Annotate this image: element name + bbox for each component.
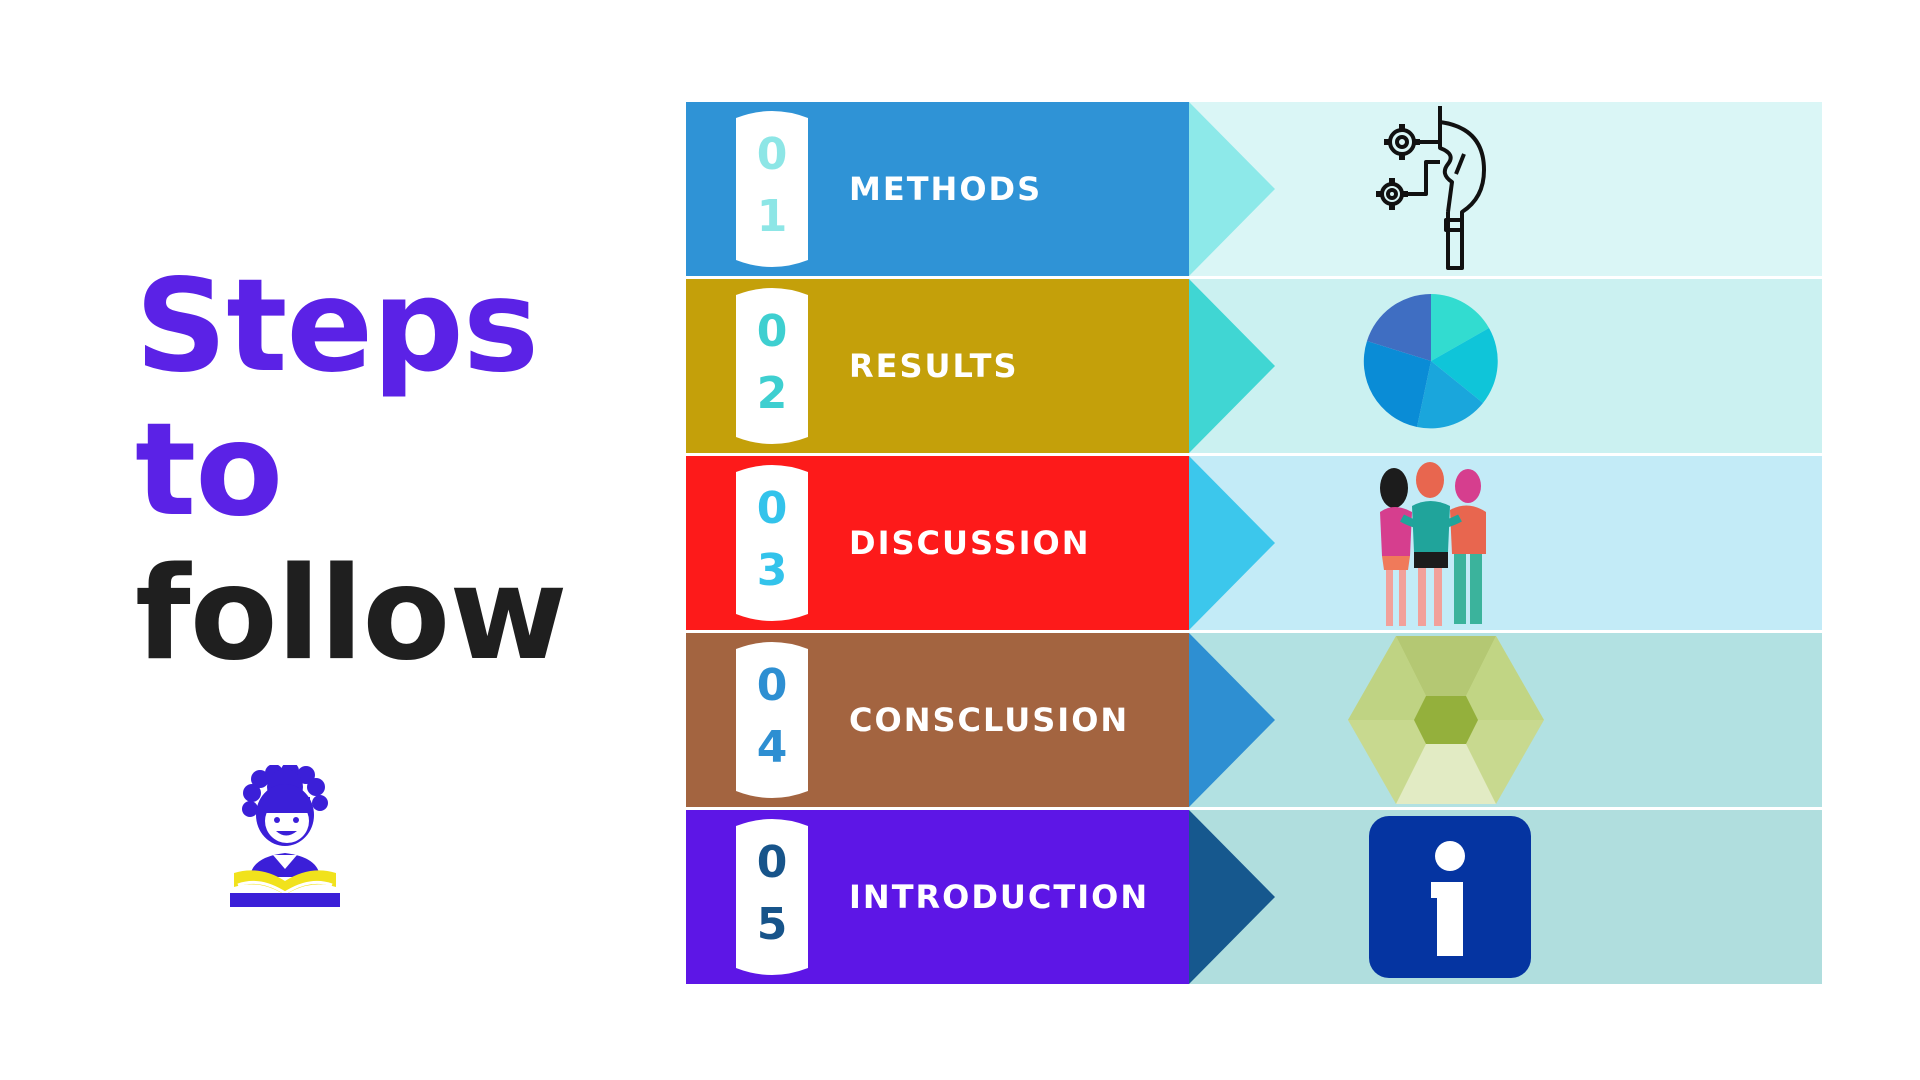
- step-3-panel: [1189, 456, 1822, 630]
- step-4-band: 0 4 CONSCLUSION: [686, 633, 1189, 807]
- steps-diagram: 0 1 METHODS: [686, 102, 1822, 984]
- step-2-digit-2: 2: [756, 368, 788, 419]
- step-4-digit-2: 4: [756, 722, 788, 773]
- step-2-label: RESULTS: [849, 347, 1019, 385]
- step-1-digit-2: 1: [756, 191, 788, 242]
- step-1-arrow: [1189, 102, 1275, 276]
- step-3-label: DISCUSSION: [849, 524, 1091, 562]
- step-4-digit-1: 0: [756, 660, 788, 711]
- group-of-friends-icon: [1380, 462, 1486, 626]
- step-3-arrow: [1189, 456, 1275, 630]
- step-4-arrow: [1189, 633, 1275, 807]
- child-reading-book-icon: [230, 765, 340, 907]
- step-1-row: 0 1 METHODS: [686, 102, 1822, 276]
- step-2-row: 0 2 RESULTS: [686, 279, 1822, 453]
- step-2-arrow: [1189, 279, 1275, 453]
- title-line-steps: Steps: [135, 252, 539, 401]
- step-2-panel: [1189, 279, 1822, 453]
- pie-chart-icon: [1363, 293, 1498, 429]
- step-4-label: CONSCLUSION: [849, 701, 1130, 739]
- step-1-band: 0 1 METHODS: [686, 102, 1189, 276]
- step-3-digit-2: 3: [756, 545, 788, 596]
- step-4-number-badge: 0 4: [730, 641, 814, 799]
- step-1-number-badge: 0 1: [730, 110, 814, 268]
- step-5-band: 0 5 INTRODUCTION: [686, 810, 1189, 984]
- title-line-follow: follow: [135, 540, 568, 689]
- info-icon: [1369, 816, 1531, 978]
- step-4-row: 0 4 CONSCLUSION: [686, 633, 1822, 807]
- step-5-arrow: [1189, 810, 1275, 984]
- brain-bulb-gears-icon: [1376, 106, 1486, 270]
- step-5-label: INTRODUCTION: [849, 878, 1150, 916]
- step-3-digit-1: 0: [756, 483, 788, 534]
- step-2-number-badge: 0 2: [730, 287, 814, 445]
- step-5-row: 0 5 INTRODUCTION: [686, 810, 1822, 984]
- title-line-to: to: [135, 396, 283, 545]
- step-1-panel: [1189, 102, 1822, 276]
- step-3-number-badge: 0 3: [730, 464, 814, 622]
- step-5-number-badge: 0 5: [730, 818, 814, 976]
- step-2-digit-1: 0: [756, 306, 788, 357]
- step-1-label: METHODS: [849, 170, 1043, 208]
- step-1-digit-1: 0: [756, 129, 788, 180]
- step-5-digit-2: 5: [756, 899, 788, 950]
- hexagon-icon: [1348, 636, 1544, 804]
- step-5-digit-1: 0: [756, 837, 788, 888]
- page-title: Steps to follow: [135, 252, 568, 689]
- step-2-band: 0 2 RESULTS: [686, 279, 1189, 453]
- step-3-band: 0 3 DISCUSSION: [686, 456, 1189, 630]
- step-3-row: 0 3 DISCUSSION: [686, 456, 1822, 630]
